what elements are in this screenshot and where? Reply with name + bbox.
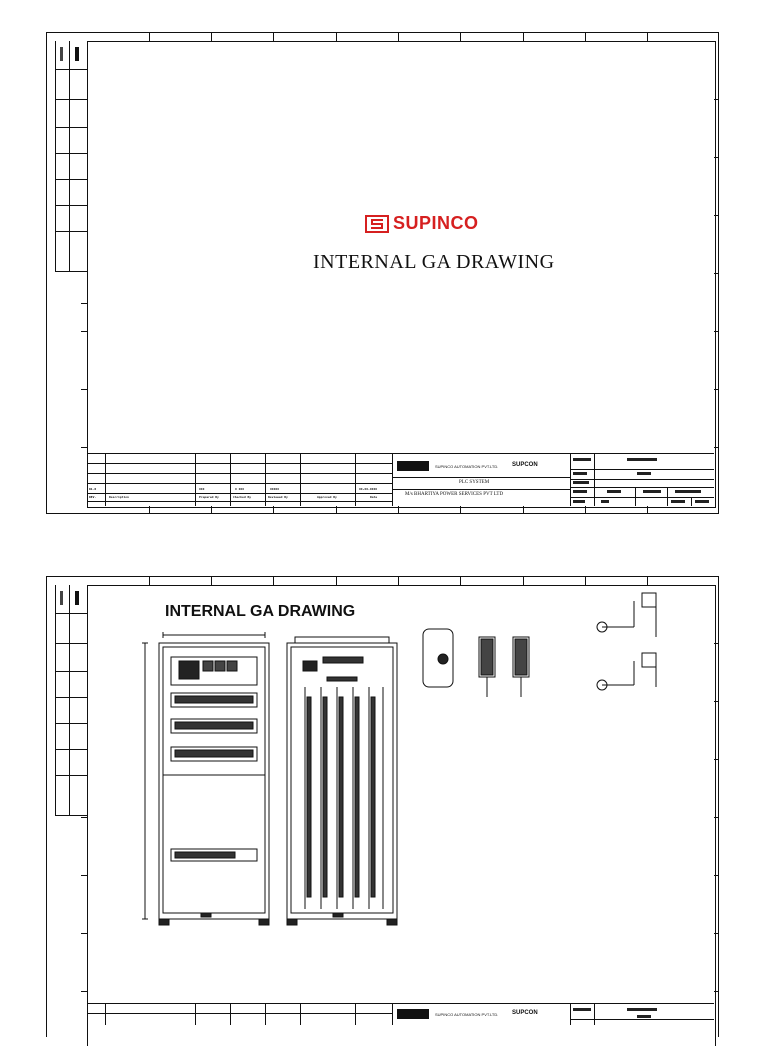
brand-right: SUPCON (512, 462, 538, 468)
revision-block-mark (60, 591, 63, 605)
inner-frame (87, 41, 716, 508)
supinco-logo (365, 215, 389, 237)
company-logo-block (397, 1009, 429, 1019)
client-name: M/s BHARTIYA POWER SERVICES PVT LTD (405, 492, 504, 497)
company-logo-block (397, 461, 429, 471)
revision-block-mark (60, 47, 63, 61)
company-name: SUPINCO AUTOMATION PVT.LTD. (435, 464, 499, 469)
inner-frame (87, 585, 716, 1046)
drawing-sheet-cover: SUPINCO INTERNAL GA DRAWING REV. Descrip… (46, 32, 719, 514)
front-panel-view (142, 632, 270, 926)
revision-block-mark (75, 591, 79, 605)
supinco-logo-icon (365, 215, 389, 233)
system-name: PLC SYSTEM (459, 480, 490, 485)
page-title: INTERNAL GA DRAWING (165, 603, 356, 620)
company-name: SUPINCO AUTOMATION PVT.LTD. (435, 1012, 499, 1017)
lamp-circuit-diagram (596, 592, 657, 691)
page-title: INTERNAL GA DRAWING (313, 251, 555, 273)
title-block: REV. Description Prepared By Checked By … (87, 453, 714, 506)
title-block: SUPINCO AUTOMATION PVT.LTD. SUPCON (87, 1003, 714, 1025)
revision-block-mark (75, 47, 79, 61)
drawing-sheet-ga: INTERNAL GA DRAWING (46, 576, 719, 1046)
component-details (422, 628, 530, 697)
rear-panel-view (286, 636, 398, 926)
brand-right: SUPCON (512, 1010, 538, 1016)
brand-name: SUPINCO (393, 213, 479, 233)
ga-drawing (142, 632, 398, 926)
